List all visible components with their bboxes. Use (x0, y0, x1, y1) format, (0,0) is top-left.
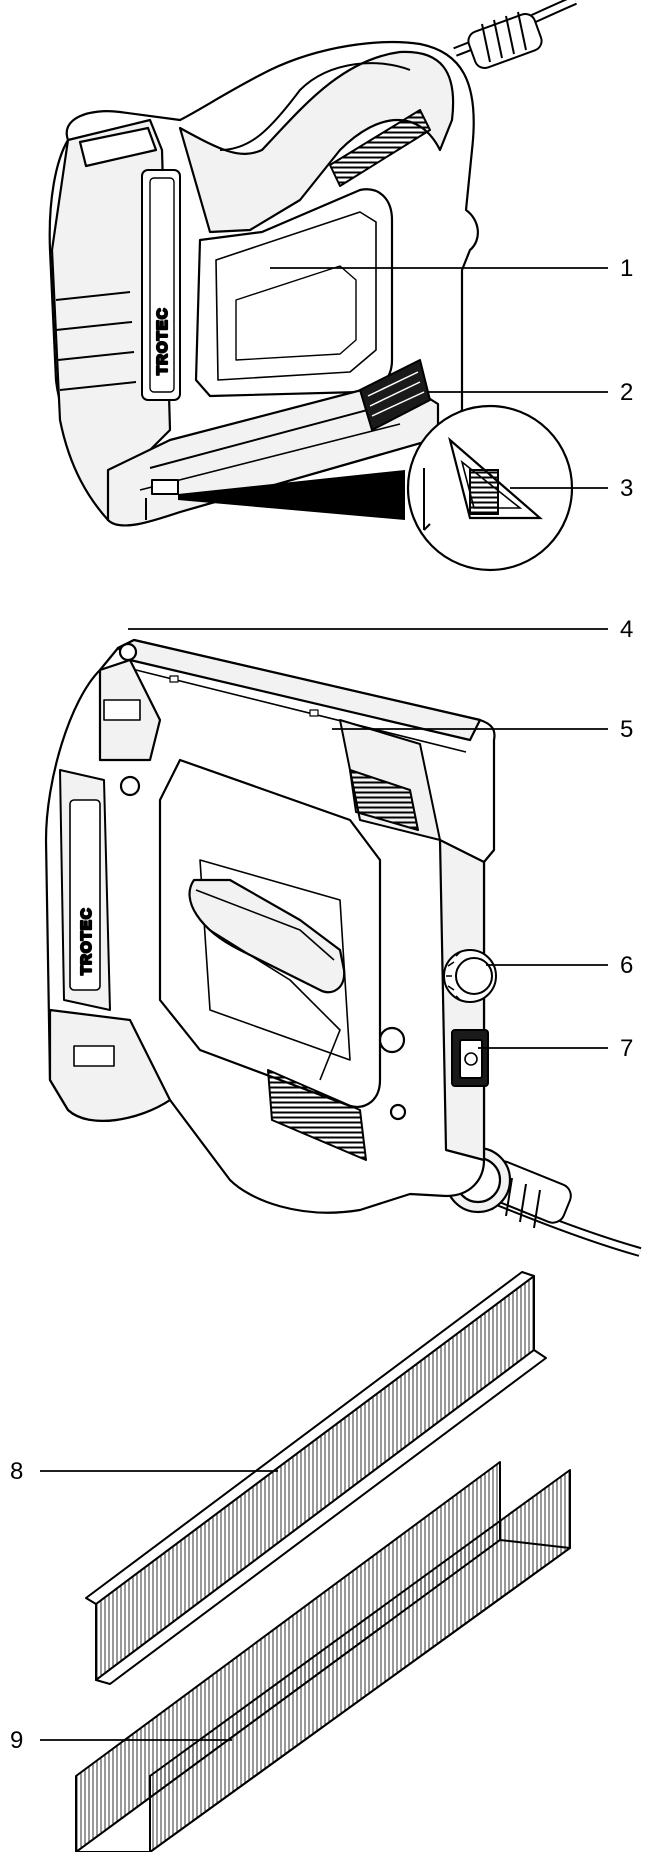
rear-ribs (55, 291, 137, 391)
cable-sleeve (467, 11, 543, 70)
housing-base (106, 378, 440, 527)
callout-8: 8 (10, 1458, 23, 1485)
handle-vents (329, 109, 431, 187)
rail-marker (169, 675, 179, 683)
stapler-side-view: TROTEC (48, 0, 577, 527)
lower-vents (267, 1069, 367, 1161)
depth-wheel (359, 359, 431, 431)
detail-magnifier (178, 404, 574, 572)
handle-grip (188, 878, 346, 994)
callout-4: 4 (620, 616, 633, 643)
brand-text-view1: TROTEC (154, 307, 171, 375)
callout-lines (40, 267, 608, 1741)
callout-numbers: 1 2 3 4 5 6 7 8 9 (10, 255, 633, 1754)
brand-text-view2: TROTEC (78, 907, 95, 975)
detail-wheel (469, 469, 499, 515)
power-switch (451, 1029, 489, 1087)
staple-exit (151, 479, 179, 495)
staple-strip-flat (85, 1271, 547, 1685)
callout-2: 2 (620, 379, 633, 406)
stapler-front-view: TROTEC (44, 638, 642, 1257)
top-vents (349, 769, 419, 831)
handle-top (178, 50, 455, 234)
callout-9: 9 (10, 1727, 23, 1754)
brand-panel (141, 169, 181, 401)
adjustment-knob (443, 949, 497, 1003)
callout-7: 7 (620, 1035, 633, 1062)
housing-rear (50, 118, 172, 522)
staple-strip-u (75, 1461, 571, 1852)
callout-6: 6 (620, 952, 633, 979)
front-pin (118, 642, 138, 662)
callout-5: 5 (620, 716, 633, 743)
callout-1: 1 (620, 255, 633, 282)
callout-3: 3 (620, 475, 633, 502)
